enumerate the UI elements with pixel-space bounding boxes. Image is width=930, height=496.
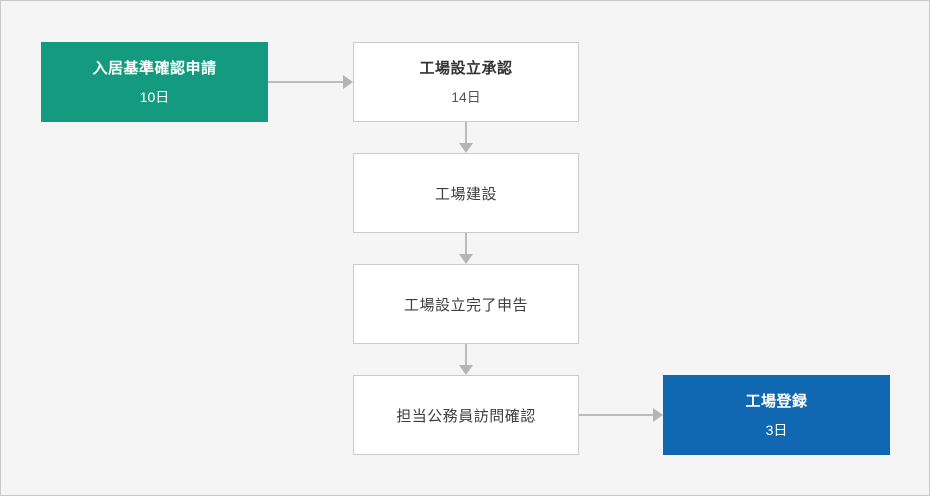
- arrow-head: [343, 75, 353, 89]
- arrow-right-icon: [268, 75, 353, 89]
- step-label: 担当公務員訪問確認: [396, 407, 536, 425]
- arrow-down-icon: [459, 122, 473, 153]
- step-occupancy-standard-application: 入居基準確認申請 10日: [41, 42, 268, 122]
- arrow-line: [579, 414, 653, 416]
- step-label: 工場建設: [434, 185, 497, 203]
- step-label: 入居基準確認申請: [92, 60, 217, 77]
- step-label: 工場設立承認: [419, 60, 513, 77]
- step-official-visit-confirmation: 担当公務員訪問確認: [353, 375, 579, 455]
- step-factory-completion-report: 工場設立完了申告: [353, 264, 579, 344]
- arrow-line: [268, 81, 343, 83]
- arrow-line: [465, 233, 467, 254]
- step-factory-establishment-approval: 工場設立承認 14日: [353, 42, 579, 122]
- arrow-line: [465, 122, 467, 143]
- step-label: 工場登録: [745, 393, 808, 410]
- step-label: 工場設立完了申告: [403, 296, 528, 314]
- arrow-head: [653, 408, 663, 422]
- arrow-right-icon: [579, 408, 663, 422]
- arrow-head: [459, 254, 473, 264]
- arrow-head: [459, 365, 473, 375]
- arrow-down-icon: [459, 233, 473, 264]
- step-duration: 14日: [451, 89, 481, 105]
- step-duration: 10日: [139, 89, 170, 105]
- step-duration: 3日: [765, 422, 788, 438]
- step-factory-registration: 工場登録 3日: [663, 375, 890, 455]
- arrow-down-icon: [459, 344, 473, 375]
- arrow-line: [465, 344, 467, 365]
- step-factory-construction: 工場建設: [353, 153, 579, 233]
- arrow-head: [459, 143, 473, 153]
